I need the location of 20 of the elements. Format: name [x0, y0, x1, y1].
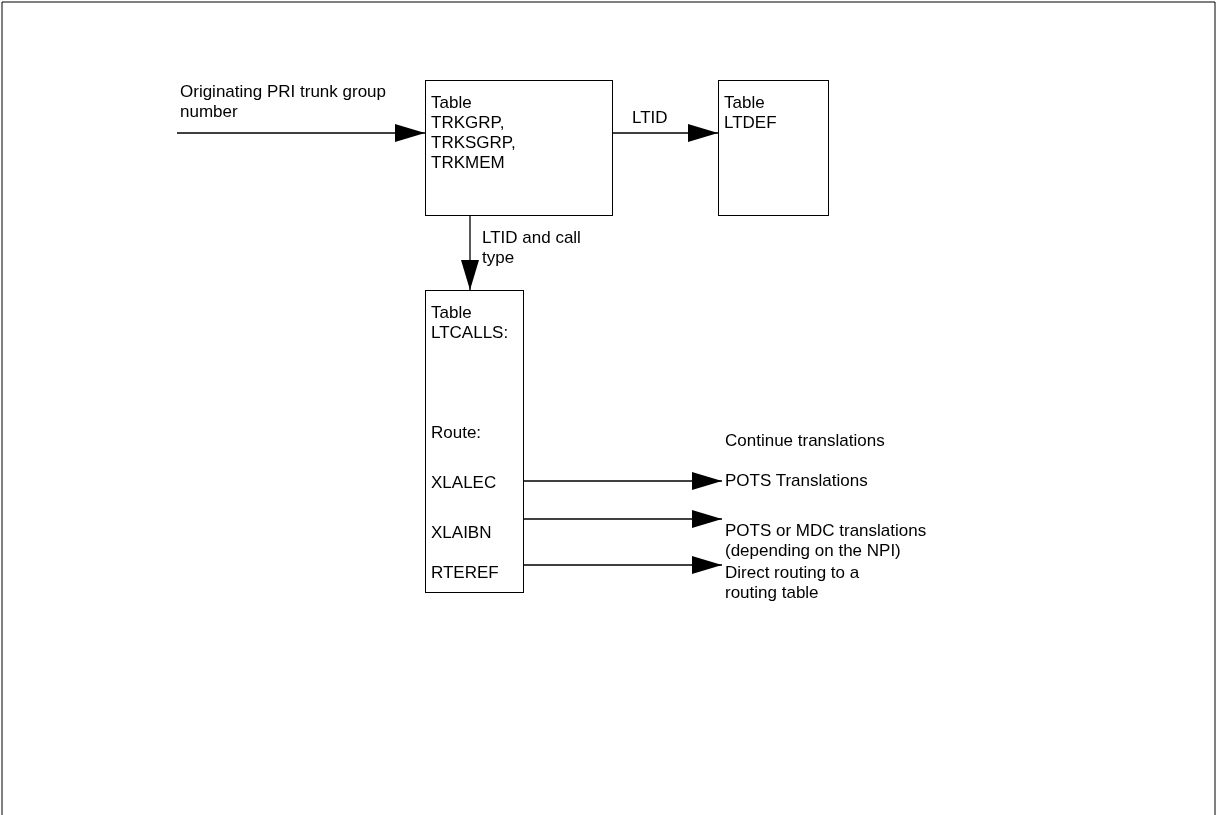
destination-text: POTS Translations — [725, 471, 925, 491]
arrow — [523, 472, 723, 490]
arrow — [523, 510, 723, 528]
route-option: RTEREF — [431, 563, 521, 583]
destination-text: POTS or MDC translations (depending on the NPI) — [725, 521, 955, 561]
route-option: XLALEC — [431, 473, 521, 493]
arrow — [176, 124, 426, 142]
table-box — [425, 290, 524, 593]
table-name: Table TRKGRP, TRKSGRP, TRKMEM — [431, 93, 517, 173]
table-box — [425, 80, 613, 216]
edge-label: LTID and call type — [482, 228, 582, 268]
arrow — [461, 215, 479, 291]
arrow — [523, 556, 723, 574]
table-box — [718, 80, 829, 216]
arrow — [612, 124, 719, 142]
table-name: Table LTCALLS: — [431, 303, 510, 343]
route-option: XLAIBN — [431, 523, 521, 543]
destination-text: Direct routing to a routing table — [725, 563, 895, 603]
table-name: Table LTDEF — [724, 93, 778, 133]
route-heading: Route: — [431, 423, 483, 443]
